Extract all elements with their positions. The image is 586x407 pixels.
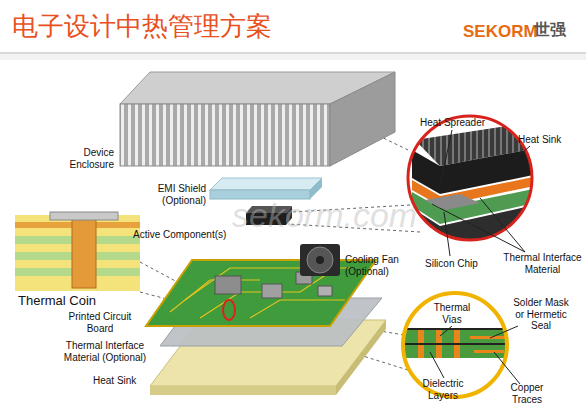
pcb-component [318, 286, 332, 296]
pcb-component [215, 276, 241, 294]
copper-coin [72, 218, 96, 288]
callout-line [440, 130, 452, 186]
detail-silicon [425, 194, 480, 210]
enclosure-side [330, 72, 395, 166]
header-rule [0, 52, 586, 54]
detail-base [412, 202, 548, 240]
callout-line [432, 204, 525, 252]
inset-title: Thermal Coin [18, 294, 96, 309]
pcb [146, 260, 376, 326]
thermal-coin-marker [223, 300, 235, 320]
emi-shield-side [310, 178, 322, 199]
detail-package [405, 114, 548, 244]
enclosure-front [120, 104, 330, 166]
callout-line [480, 198, 525, 252]
part-label: EMI Shield (Optional) [140, 183, 206, 206]
callout-label: Dielectric Layers [416, 378, 470, 401]
part-label: Device Enclosure [62, 147, 114, 170]
callout-line [490, 326, 518, 338]
fan-rotor [307, 247, 333, 273]
callout-label: Solder Mask or Hermetic Seal [510, 297, 572, 332]
callout-lines [430, 326, 520, 384]
callout-label: Thermal Vias [432, 302, 472, 325]
callout-label: Heat Sink [518, 134, 561, 146]
callout-line [512, 146, 530, 162]
trace [200, 272, 330, 318]
detail-ring [408, 116, 532, 240]
detail-trace [474, 350, 504, 353]
callout-line [494, 352, 520, 384]
trace [250, 300, 345, 318]
cooling-fan [300, 244, 340, 276]
detail-pcb [400, 290, 510, 400]
callout-line [444, 212, 450, 256]
thermal-coin-inset [15, 212, 140, 291]
pcb-component [262, 284, 282, 298]
heat-sink-edge [150, 386, 336, 395]
callout-lines [432, 130, 530, 256]
coin-board [15, 215, 140, 291]
callout-line [440, 326, 452, 336]
part-label: Heat Sink [93, 375, 136, 387]
slide-title: 电子设计中热管理方案 [12, 12, 272, 42]
part-label: Printed Circuit Board [62, 311, 138, 334]
logo-text: 世强 [534, 21, 566, 39]
coin-part [50, 212, 118, 220]
detail-copper [400, 343, 510, 345]
fan-hub [316, 256, 324, 264]
detail-trace [470, 336, 506, 339]
detail-copper [400, 328, 510, 330]
watermark: sekorm.com [232, 196, 417, 235]
callout-label: Silicon Chip [425, 258, 478, 270]
emi-shield-top [210, 178, 322, 190]
detail-bg [400, 290, 510, 400]
callout-label: Copper Traces [504, 382, 550, 405]
detail-dielectric [400, 330, 510, 358]
part-label: Thermal Interface Material (Optional) [60, 340, 150, 363]
callout-label: Heat Spreader [420, 117, 485, 129]
header-shade [0, 54, 586, 60]
callout-label: Thermal Interface Material [500, 252, 585, 275]
part-label: Active Component(s) [133, 229, 226, 241]
part-label: Cooling Fan (Optional) [345, 254, 415, 277]
callout-line [430, 352, 444, 378]
logo-text: SEKORM [463, 22, 538, 42]
